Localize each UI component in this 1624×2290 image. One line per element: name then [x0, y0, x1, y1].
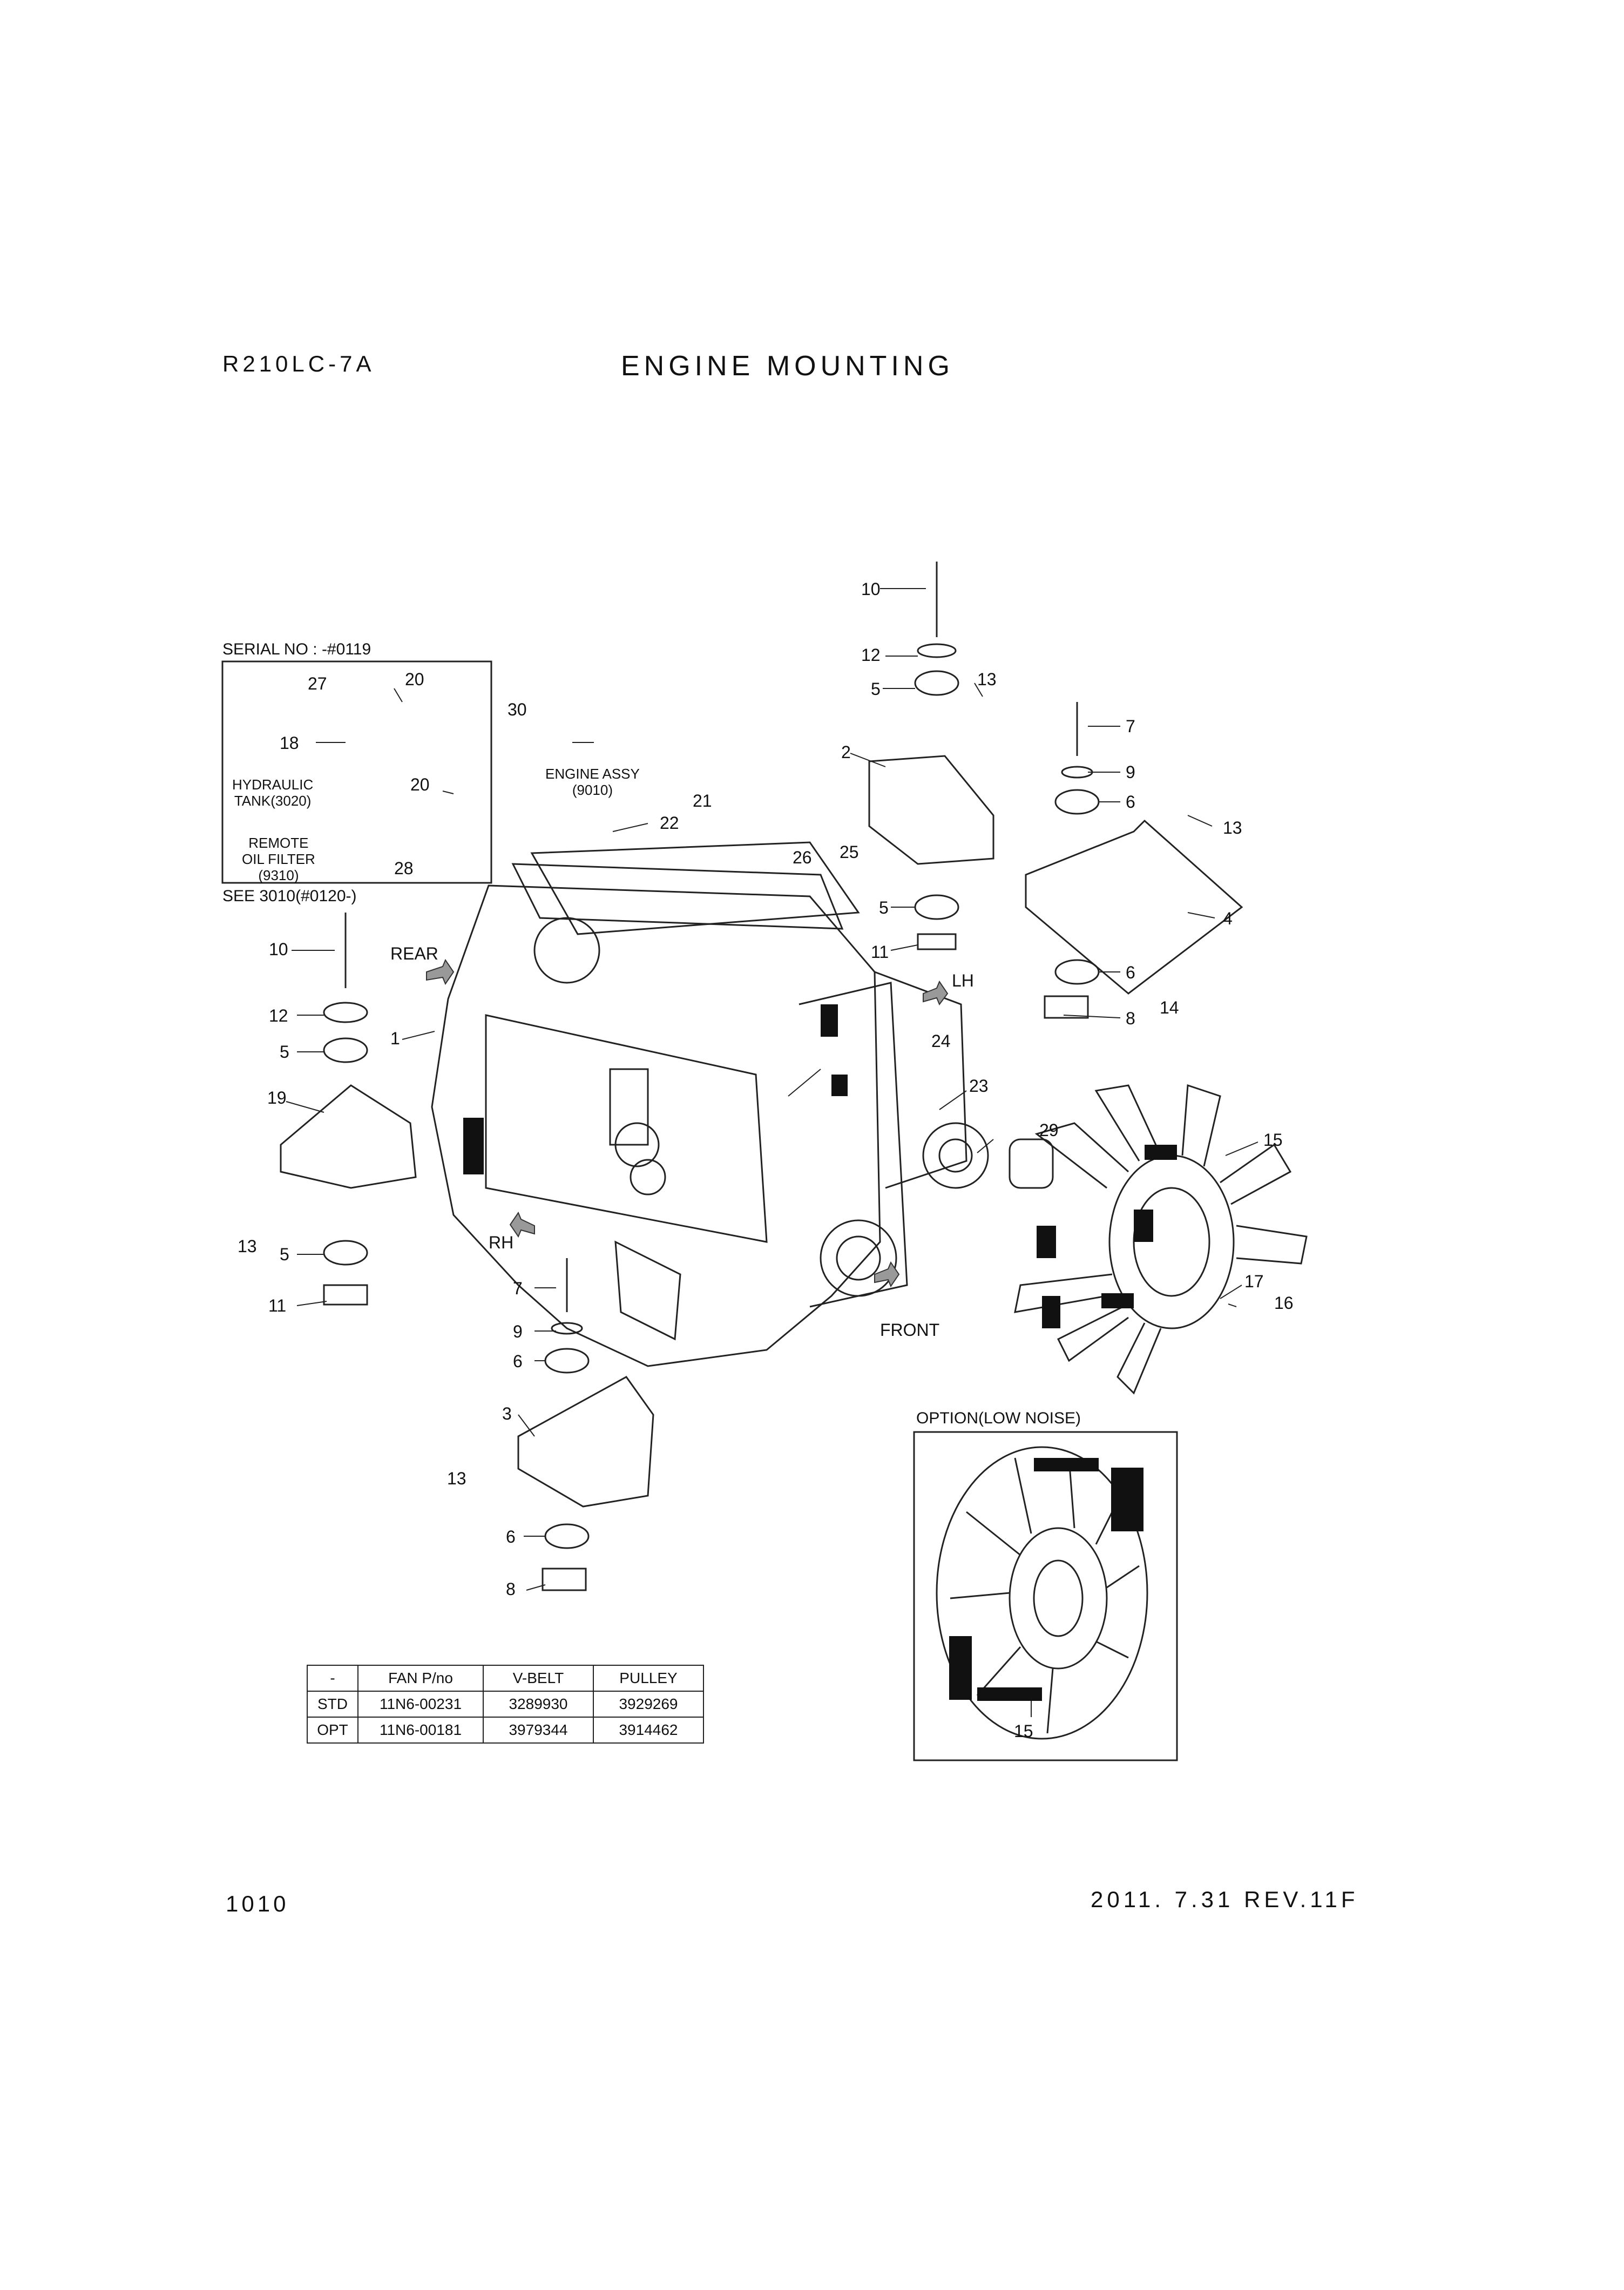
- part-label: 20: [405, 670, 424, 689]
- part-label: 15: [1014, 1721, 1033, 1741]
- engine-assy-label: ENGINE ASSY(9010): [545, 766, 640, 798]
- revision-date: 2011. 7.31 REV.11F: [1091, 1887, 1359, 1912]
- part-label: 18: [280, 733, 299, 753]
- page-number: 1010: [226, 1891, 289, 1916]
- table-cell: OPT: [307, 1717, 358, 1744]
- mount-stack-upper-center: [914, 562, 959, 950]
- table-header-cell: FAN P/no: [357, 1665, 484, 1692]
- part-label: 8: [1126, 1009, 1135, 1028]
- table-row: STD 11N6-00231 3289930 3929269: [307, 1691, 704, 1718]
- direction-rh: RH: [489, 1233, 514, 1252]
- part-label: 13: [977, 670, 997, 689]
- option-title: OPTION(LOW NOISE): [916, 1409, 1081, 1427]
- direction-rear: REAR: [390, 944, 438, 963]
- part-label: 30: [508, 700, 527, 719]
- part-label: 8: [506, 1579, 516, 1599]
- bracket-19: [280, 1084, 417, 1189]
- part-label: 19: [267, 1088, 287, 1107]
- table-cell: 3289930: [483, 1691, 594, 1718]
- table-cell: 3914462: [593, 1717, 704, 1744]
- direction-front: FRONT: [880, 1320, 940, 1340]
- serial-inset-box: [221, 660, 492, 884]
- page-title: ENGINE MOUNTING: [621, 350, 954, 382]
- part-label: 6: [1126, 963, 1135, 982]
- part-label: 6: [506, 1527, 516, 1546]
- part-label: 17: [1244, 1272, 1264, 1291]
- table-cell: 11N6-00181: [357, 1717, 484, 1744]
- crank-pulley: [922, 1122, 989, 1189]
- part-label: 13: [1223, 818, 1242, 837]
- part-label: 9: [513, 1322, 523, 1341]
- option-inset-box: [913, 1431, 1178, 1761]
- part-label: 22: [660, 813, 679, 833]
- part-label: 11: [871, 942, 889, 962]
- part-label: 5: [871, 679, 881, 699]
- part-label: 7: [513, 1279, 523, 1298]
- direction-arrows: [426, 958, 949, 1288]
- part-label: 11: [268, 1296, 287, 1315]
- engine-body: [431, 841, 967, 1367]
- part-label: 10: [861, 579, 881, 599]
- mount-stack-bottom: [542, 1258, 590, 1591]
- cooling-fan: [1014, 1084, 1308, 1395]
- part-label: 25: [840, 842, 859, 862]
- table-cell: 11N6-00231: [357, 1691, 484, 1718]
- part-label: 7: [1126, 717, 1135, 736]
- part-label: 12: [269, 1006, 288, 1025]
- mount-stack-left: [323, 913, 368, 1306]
- part-label: 3: [502, 1404, 512, 1423]
- table-cell: 3929269: [593, 1691, 704, 1718]
- see-note: SEE 3010(#0120-): [222, 887, 357, 905]
- part-label: 14: [1160, 998, 1179, 1017]
- serial-box-title: SERIAL NO : -#0119: [222, 640, 371, 658]
- front-bracket-lh: [868, 755, 994, 865]
- rear-bracket-lh: [1025, 819, 1243, 995]
- part-label: 2: [841, 742, 851, 762]
- table-header-cell: V-BELT: [483, 1665, 594, 1692]
- part-label: 1: [390, 1029, 400, 1048]
- part-label: 27: [308, 674, 327, 693]
- part-label: 15: [1263, 1130, 1283, 1150]
- part-label: 28: [394, 859, 414, 878]
- table-row: OPT 11N6-00181 3979344 3914462: [307, 1717, 704, 1744]
- part-label: 12: [861, 645, 881, 665]
- part-label: 5: [280, 1042, 289, 1062]
- part-label: 5: [879, 898, 889, 917]
- direction-lh: LH: [952, 971, 974, 990]
- part-label: 4: [1223, 909, 1233, 928]
- part-label: 10: [269, 940, 288, 959]
- bracket-3: [517, 1376, 654, 1508]
- table-header-cell: -: [307, 1665, 358, 1692]
- part-label: 13: [447, 1469, 466, 1488]
- fan-spacer: [1009, 1138, 1054, 1189]
- part-label: 26: [793, 848, 812, 867]
- part-label: 5: [280, 1245, 289, 1264]
- part-label: 24: [931, 1031, 951, 1051]
- fan-spec-table: - FAN P/no V-BELT PULLEY STD 11N6-00231 …: [307, 1665, 704, 1744]
- part-label: 16: [1274, 1293, 1294, 1313]
- mount-stack-right: [1044, 702, 1100, 1019]
- table-cell: STD: [307, 1691, 358, 1718]
- part-label: 29: [1039, 1120, 1059, 1140]
- table-cell: 3979344: [483, 1717, 594, 1744]
- table-header-row: - FAN P/no V-BELT PULLEY: [307, 1665, 704, 1692]
- part-label: 6: [513, 1352, 523, 1371]
- part-label: 6: [1126, 792, 1135, 812]
- part-label: 20: [410, 775, 430, 794]
- table-header-cell: PULLEY: [593, 1665, 704, 1692]
- part-label: 21: [693, 791, 712, 810]
- part-label: 13: [238, 1237, 257, 1256]
- model-code: R210LC-7A: [222, 351, 375, 376]
- part-label: 23: [969, 1076, 989, 1096]
- part-label: 9: [1126, 762, 1135, 782]
